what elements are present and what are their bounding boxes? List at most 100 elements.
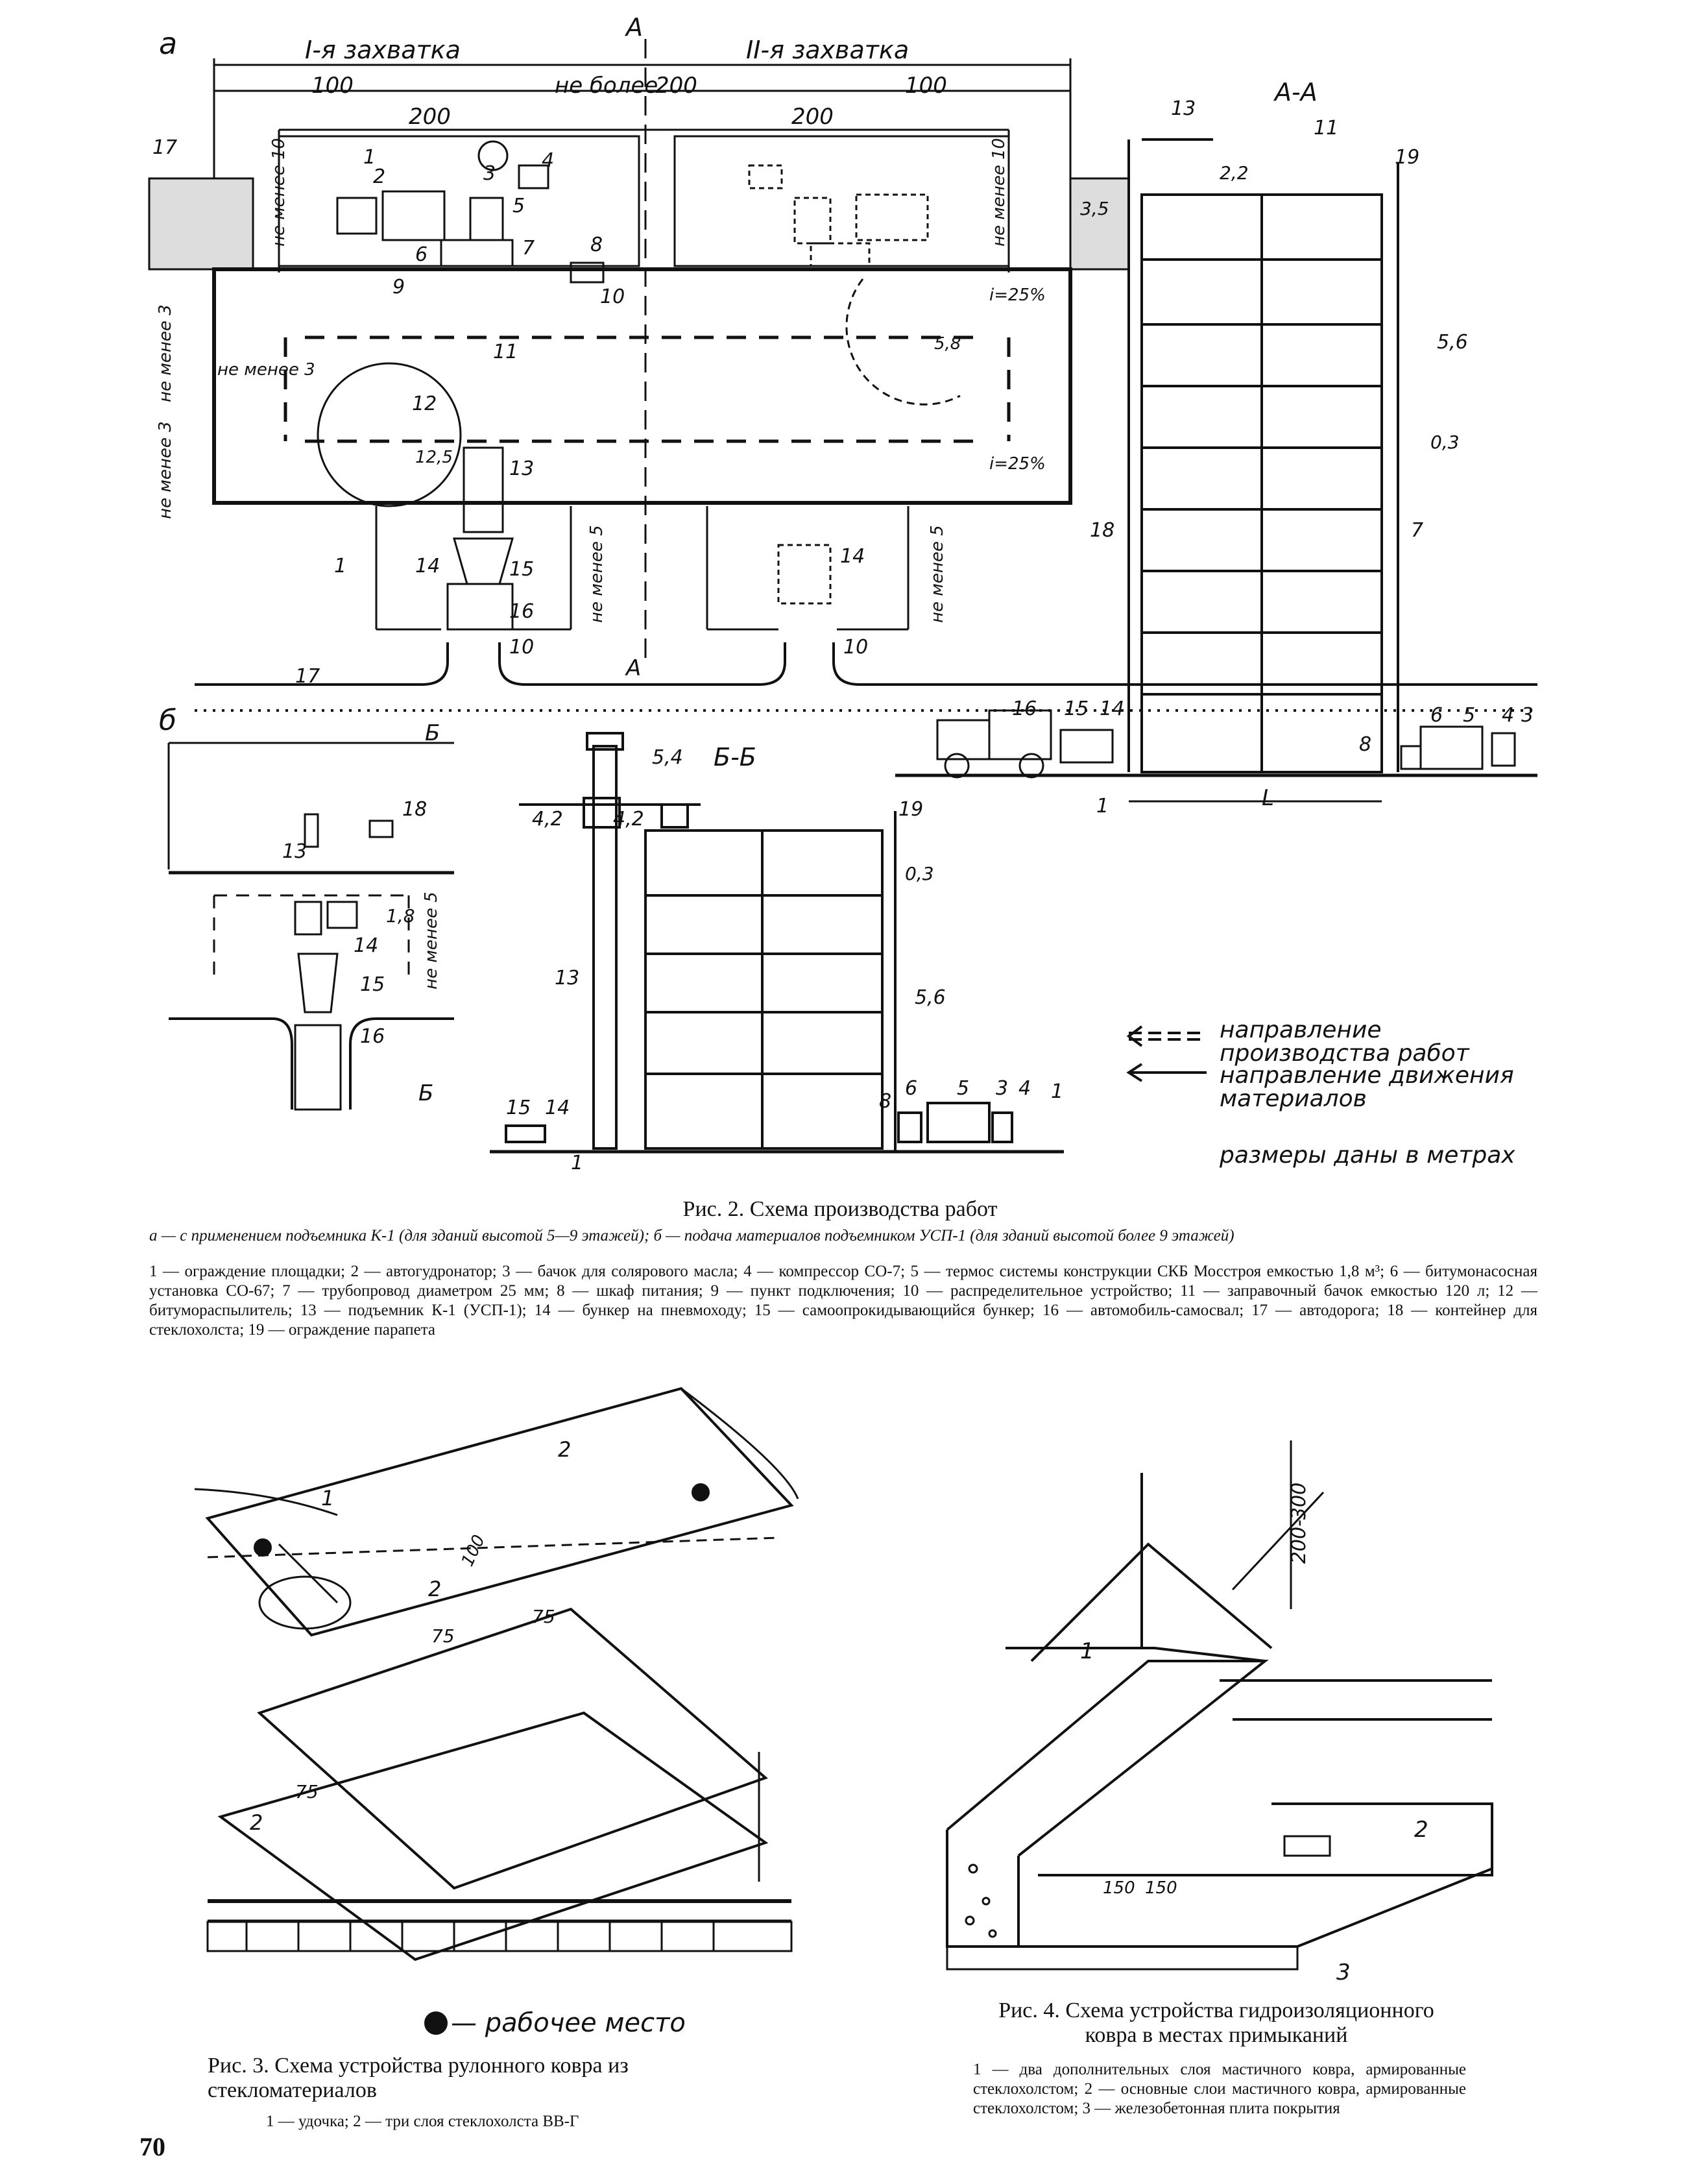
dim-100-left: 100 bbox=[311, 73, 354, 99]
dim-10-right: 10 bbox=[843, 636, 869, 659]
callout-3-aa: 3 bbox=[1521, 704, 1534, 727]
page-number: 70 bbox=[139, 2132, 165, 2161]
fig2-caption-sub: а — с применением подъемника К-1 (для зд… bbox=[149, 1227, 1234, 1244]
section-aa-ground-equipment bbox=[1400, 725, 1516, 770]
dim-200-right: 200 bbox=[791, 104, 834, 130]
callout-5-aa: 5 bbox=[1463, 704, 1476, 727]
callout-9: 9 bbox=[392, 276, 405, 298]
dim-ne-bolee: не более bbox=[555, 73, 658, 99]
callout-5-bb: 5 bbox=[957, 1077, 970, 1100]
callout-8-bb: 8 bbox=[879, 1090, 892, 1113]
fig4-dim-150b: 150 bbox=[1145, 1878, 1177, 1898]
dim-35: 3,5 bbox=[1080, 198, 1109, 219]
fig4-caption-list: 1 — два дополнительных слоя мастичного к… bbox=[973, 2061, 1466, 2117]
callout-4-aa: 4 bbox=[1502, 704, 1515, 727]
callout-15-aa: 15 bbox=[1064, 698, 1089, 720]
fig3-layers bbox=[205, 1387, 799, 1961]
dim-100-right: 100 bbox=[905, 73, 947, 99]
dim-slope-top: i=25% bbox=[989, 285, 1046, 305]
section-mark-a-top: А bbox=[626, 13, 643, 42]
callout-8: 8 bbox=[590, 234, 603, 256]
callout-19-aa: 19 bbox=[1395, 146, 1420, 169]
dim-r125: 12,5 bbox=[415, 448, 453, 467]
workplace-legend-text: — рабочее место bbox=[451, 2008, 686, 2038]
callout-3-bb: 3 bbox=[996, 1077, 1009, 1100]
fig3-caption-list: 1 — удочка; 2 — три слоя стеклохолста ВВ… bbox=[266, 2113, 579, 2130]
callout-14-aa: 14 bbox=[1100, 698, 1125, 720]
workplace-icon-1 bbox=[254, 1538, 272, 1557]
dim-18: 1,8 bbox=[386, 905, 415, 927]
callout-14-b: 14 bbox=[354, 934, 379, 957]
callout-17-top: 17 bbox=[152, 136, 178, 159]
fig4-dim-150a: 150 bbox=[1103, 1878, 1135, 1898]
callout-15: 15 bbox=[509, 558, 535, 581]
fig2-road bbox=[195, 642, 1537, 712]
section-mark-a-bottom: А bbox=[626, 655, 642, 681]
fig2-caption-list: 1 — ограждение площадки; 2 — автогудрона… bbox=[149, 1263, 1537, 1339]
fig3-caption-title: Рис. 3. Схема устройства рулонного ковра… bbox=[208, 2054, 629, 2102]
fig2-flow-arrows bbox=[283, 335, 1011, 443]
callout-7: 7 bbox=[522, 237, 535, 260]
section-bb-label: Б-Б bbox=[714, 743, 756, 771]
fig3-dim-75a: 75 bbox=[532, 1606, 555, 1627]
dim-56-b: 5,6 bbox=[915, 986, 946, 1009]
fig4-label-2: 2 bbox=[1414, 1817, 1428, 1843]
dim-200-center: 200 bbox=[655, 73, 697, 99]
dim-slope-bottom: i=25% bbox=[989, 454, 1046, 474]
fig2-turn-arc bbox=[845, 278, 961, 406]
callout-2-left: 2 bbox=[373, 165, 386, 188]
callout-11-aa: 11 bbox=[1314, 117, 1339, 140]
panel-b-plan bbox=[167, 742, 454, 1111]
section-aa-truck bbox=[936, 709, 1114, 779]
callout-14-left: 14 bbox=[415, 555, 440, 577]
dim-L: L bbox=[1262, 785, 1274, 811]
fig2-lower-site bbox=[375, 446, 909, 631]
callout-1-bottom: 1 bbox=[334, 555, 347, 577]
fig4-label-3: 3 bbox=[1336, 1960, 1351, 1985]
callout-6-left: 6 bbox=[415, 243, 428, 266]
fig2-site-right bbox=[673, 135, 1010, 267]
fig3-label-1: 1 bbox=[321, 1486, 335, 1511]
dim-56-a: 5,6 bbox=[1437, 331, 1468, 354]
section-aa-label: А-А bbox=[1275, 78, 1318, 106]
callout-19-bb: 19 bbox=[898, 798, 924, 821]
callout-16-b: 16 bbox=[360, 1025, 385, 1048]
callout-6-bb: 6 bbox=[905, 1077, 918, 1100]
dim-03-b: 0,3 bbox=[905, 863, 934, 884]
dim-03-a: 0,3 bbox=[1430, 431, 1460, 453]
fig4-parapet bbox=[946, 1473, 1493, 1948]
panel-a-label: а bbox=[159, 26, 178, 61]
fig2-equipment-left bbox=[336, 140, 605, 284]
callout-14-bb: 14 bbox=[545, 1097, 570, 1119]
callout-11: 11 bbox=[493, 341, 518, 363]
fig2-spray-circle bbox=[317, 362, 462, 507]
fig3-dim-75b: 75 bbox=[431, 1625, 455, 1647]
dim-200-left: 200 bbox=[409, 104, 451, 130]
callout-12: 12 bbox=[412, 393, 437, 415]
callout-5-left: 5 bbox=[512, 195, 525, 217]
callout-1-aa: 1 bbox=[1096, 795, 1109, 818]
legend-production-direction: направление производства работ bbox=[1220, 1017, 1469, 1067]
callout-13-aa: 13 bbox=[1171, 97, 1196, 120]
dim-ne-menee-3-b: не менее 3 bbox=[217, 360, 315, 380]
fig3-spray-tool bbox=[194, 1488, 352, 1630]
callout-4-left: 4 bbox=[542, 149, 555, 172]
fig2-top-road-blocks bbox=[148, 177, 1130, 271]
callout-6-aa: 6 bbox=[1430, 704, 1443, 727]
workplace-legend-icon bbox=[424, 2011, 448, 2035]
legend-arrows bbox=[1126, 1025, 1207, 1082]
dim-r58: 5,8 bbox=[934, 334, 961, 354]
callout-16-aa: 16 bbox=[1012, 698, 1037, 720]
dim-10-left: 10 bbox=[509, 636, 535, 659]
fig3-dim-75c: 75 bbox=[295, 1781, 319, 1802]
callout-18-aa: 18 bbox=[1090, 519, 1115, 542]
fig4-slab-hatch bbox=[946, 1863, 1299, 1971]
dim-54: 5,4 bbox=[652, 746, 683, 769]
panel-b-label: б bbox=[159, 704, 177, 737]
fig2-equipment-right bbox=[748, 164, 929, 267]
callout-16: 16 bbox=[509, 600, 535, 623]
fig3-label-2a: 2 bbox=[558, 1437, 572, 1462]
